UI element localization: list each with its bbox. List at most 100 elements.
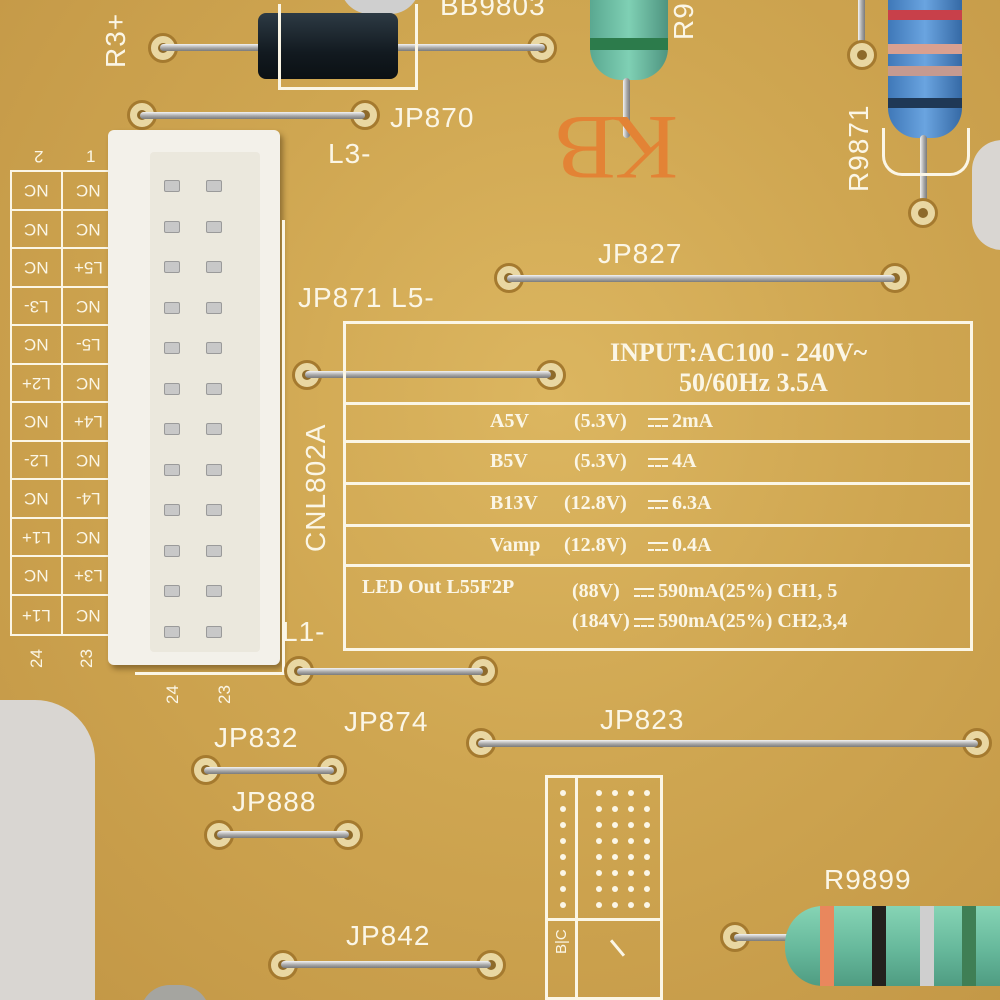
- footprint-dot: [628, 790, 634, 796]
- footprint-dot: [628, 870, 634, 876]
- pin-cell-label: NC: [24, 489, 49, 509]
- connector-inner: [150, 152, 260, 652]
- footprint-dot: [628, 902, 634, 908]
- resistor-blue-band-2: [888, 44, 962, 54]
- spec-led-amp: 590mA(25%) CH1, 5: [630, 580, 837, 603]
- footprint-dot: [644, 790, 650, 796]
- label-jp823: JP823: [600, 704, 685, 735]
- connector-pin: [164, 342, 180, 354]
- footprint-dot: [596, 838, 602, 844]
- footprint-dot: [644, 838, 650, 844]
- footprint-dot: [644, 822, 650, 828]
- footprint-dot: [612, 902, 618, 908]
- pin-cell-label: NC: [76, 373, 101, 393]
- dc-symbol-icon: [648, 541, 668, 551]
- footprint-dot: [612, 822, 618, 828]
- footprint-dot: [596, 886, 602, 892]
- diode-body: [258, 13, 398, 79]
- pin-cell: NC: [12, 249, 63, 288]
- label-jp874: JP874: [344, 706, 429, 737]
- dc-symbol-icon: [648, 499, 668, 509]
- connector-pin: [206, 504, 222, 516]
- spec-row-name: B13V: [490, 492, 538, 514]
- footprint-dot: [596, 806, 602, 812]
- connector-pin: [206, 180, 222, 192]
- footprint-dot: [628, 806, 634, 812]
- pin-cell: L1+: [12, 518, 63, 557]
- label-r9: R9: [668, 2, 699, 40]
- label-jp827: JP827: [598, 238, 683, 269]
- connector-pin: [206, 220, 222, 233]
- footprint-dot: [612, 854, 618, 860]
- spec-row-amp-value: 6.3A: [672, 492, 712, 514]
- spec-row-volt: (5.3V): [574, 410, 627, 432]
- pin-cell: NC: [63, 596, 114, 635]
- pin-cell-label: L5+: [74, 258, 103, 278]
- pin-cell-label: NC: [24, 566, 49, 586]
- footprint-dot: [560, 870, 566, 876]
- r9899-band-3: [920, 906, 934, 986]
- ic-footprint-strip: [548, 778, 578, 1000]
- spec-row-name: A5V: [490, 410, 529, 432]
- connector-pin: [206, 625, 222, 638]
- footprint-dot: [644, 902, 650, 908]
- pad-top-right: [847, 40, 877, 70]
- label-pin-2: 2: [34, 147, 44, 166]
- label-bb9803: BB9803: [440, 0, 546, 21]
- footprint-dot: [560, 838, 566, 844]
- resistor-blue-pad: [908, 198, 938, 228]
- spec-led-label: LED Out L55F2P: [362, 576, 515, 598]
- label-r9899: R9899: [824, 864, 912, 895]
- pin-cell: NC: [63, 442, 114, 480]
- label-jp870: JP870: [390, 102, 475, 133]
- r9899-band-1: [820, 906, 834, 986]
- pin-cell-label: NC: [76, 527, 101, 547]
- footprint-dot: [612, 806, 618, 812]
- spec-divider-5: [346, 564, 970, 567]
- kb-mark: KB: [558, 97, 678, 199]
- diode-outline: [278, 4, 418, 90]
- connector-outline: [135, 220, 285, 675]
- dc-symbol-icon: [634, 617, 654, 627]
- pin-cell: NC: [12, 557, 63, 596]
- pin-cell-label: L5-: [76, 335, 101, 355]
- pin-cell-label: NC: [76, 219, 101, 239]
- footprint-dot: [596, 822, 602, 828]
- resistor-green-lead: [623, 78, 630, 138]
- pin-cell: NC: [63, 519, 114, 557]
- label-bc: B|C: [553, 929, 570, 954]
- footprint-dot: [644, 886, 650, 892]
- label-jp842: JP842: [346, 920, 431, 951]
- footprint-dot: [628, 838, 634, 844]
- footprint-dot: [596, 902, 602, 908]
- label-r9871: R9871: [843, 104, 874, 192]
- footprint-dot: [644, 854, 650, 860]
- connector-pin: [206, 261, 222, 273]
- r9899-band-4: [962, 906, 976, 986]
- footprint-dot: [596, 870, 602, 876]
- component-top: [340, 0, 420, 14]
- footprint-dot: [612, 790, 618, 796]
- ic-footprint-mark: [609, 939, 626, 957]
- pin-cell: L3-: [12, 287, 63, 326]
- pin-cell: L5-: [63, 326, 114, 365]
- pin-cell: L2-: [12, 441, 63, 480]
- spec-row-amp: 0.4A: [644, 534, 711, 557]
- spec-row-amp: 6.3A: [644, 492, 711, 515]
- footprint-dot: [596, 854, 602, 860]
- connector-pin: [164, 180, 180, 192]
- jp874-wire: [297, 668, 483, 675]
- spec-input-line1: INPUT:AC100 - 240V~: [610, 338, 868, 367]
- spec-led-amp-value: 590mA(25%) CH1, 5: [658, 580, 838, 602]
- spec-divider-1: [346, 402, 970, 405]
- footprint-dot: [560, 790, 566, 796]
- footprint-dot: [560, 822, 566, 828]
- footprint-dot: [628, 822, 634, 828]
- label-conn-24: 24: [163, 685, 182, 704]
- resistor-blue-band-1: [888, 10, 962, 20]
- pin-cell: NC: [12, 480, 63, 519]
- pin-cell: L3+: [63, 557, 114, 596]
- dc-symbol-icon: [648, 457, 668, 467]
